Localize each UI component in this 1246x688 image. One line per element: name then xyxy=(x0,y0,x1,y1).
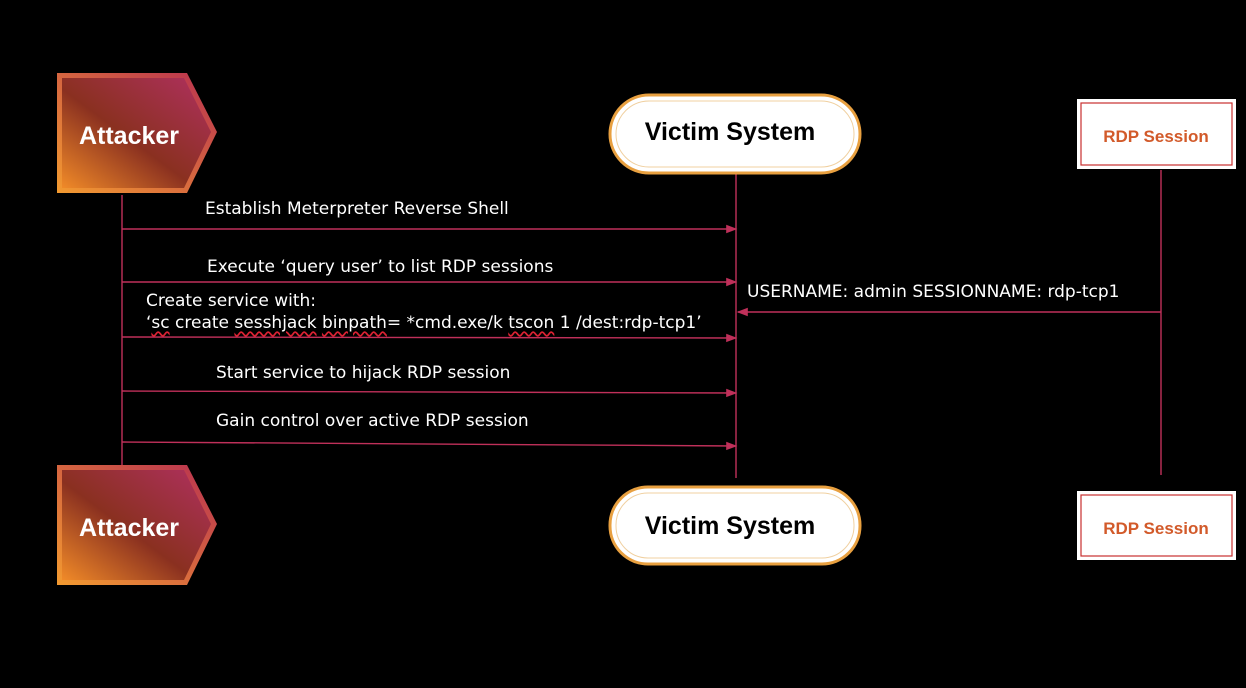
message-username-reply: USERNAME: admin SESSIONNAME: rdp-tcp1 xyxy=(747,282,1120,302)
rdp-node-bottom: RDP Session xyxy=(1077,491,1236,560)
message-establish-shell: Establish Meterpreter Reverse Shell xyxy=(205,199,509,219)
message-gain-control: Gain control over active RDP session xyxy=(216,411,529,431)
attacker-node-bottom: Attacker xyxy=(57,465,217,585)
victim-node-top: Victim System xyxy=(608,93,862,175)
attacker-node-top: Attacker xyxy=(57,73,217,193)
attacker-label-bottom: Attacker xyxy=(79,514,179,542)
message-create-service-line1: Create service with: xyxy=(146,291,316,311)
arrow-create-service xyxy=(121,333,738,343)
rdp-node-top: RDP Session xyxy=(1077,99,1236,169)
rdp-label-top: RDP Session xyxy=(1103,127,1209,146)
arrow-start-service xyxy=(121,388,738,398)
rdp-label-bottom: RDP Session xyxy=(1103,519,1209,538)
arrow-gain-control xyxy=(121,441,738,451)
attacker-label-top: Attacker xyxy=(79,122,179,150)
message-start-service: Start service to hijack RDP session xyxy=(216,363,511,383)
victim-label-top: Victim System xyxy=(645,118,815,146)
victim-label-bottom: Victim System xyxy=(645,512,815,540)
message-query-user: Execute ‘query user’ to list RDP session… xyxy=(207,257,554,277)
message-create-service-line2: ‘sc create sesshjack binpath= *cmd.exe/k… xyxy=(146,313,702,333)
victim-node-bottom: Victim System xyxy=(608,485,862,566)
